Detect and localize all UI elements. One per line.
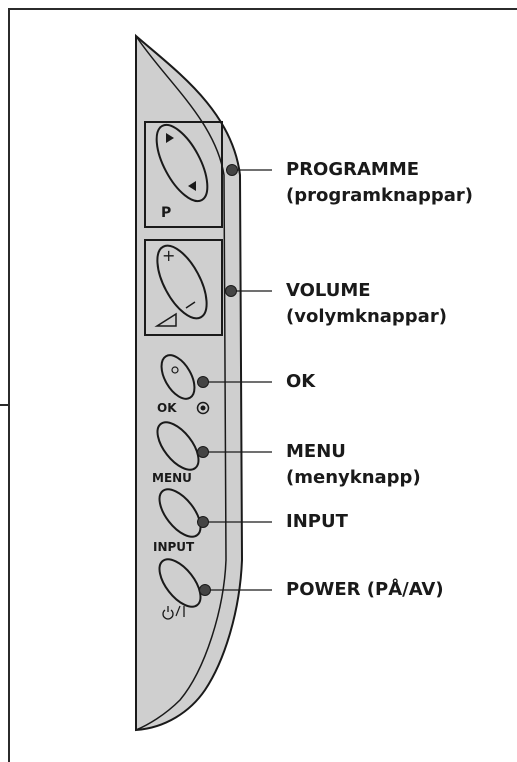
ok-button[interactable] (155, 350, 202, 405)
minus-icon (185, 301, 196, 309)
menu-leader (197, 446, 272, 458)
frame-tick-mark (0, 404, 8, 406)
menu-panel-label: MENU (152, 471, 192, 485)
programme-sublabel: (programknappar) (286, 185, 473, 206)
ok-button-dot (171, 366, 179, 374)
input-button[interactable] (152, 482, 209, 543)
volume-button-box (144, 239, 223, 336)
programme-button-box (144, 121, 223, 228)
menu-callout: MENU (menyknapp) (286, 439, 421, 491)
input-callout: INPUT (286, 509, 348, 535)
frame-top-border (8, 8, 517, 10)
power-label: POWER (PÅ/AV) (286, 579, 444, 600)
programme-label: PROGRAMME (286, 159, 420, 180)
ok-leader (197, 376, 272, 388)
ring-dot-icon (196, 401, 210, 415)
programme-leader (226, 164, 272, 176)
power-callout: POWER (PÅ/AV) (286, 577, 444, 603)
ok-callout: OK (286, 369, 315, 395)
volume-leader (225, 285, 272, 297)
power-button[interactable] (152, 552, 209, 613)
menu-label: MENU (286, 441, 346, 462)
triangle-left-icon (188, 181, 196, 191)
input-label: INPUT (286, 511, 348, 532)
input-panel-label: INPUT (153, 540, 195, 554)
ok-label: OK (286, 371, 316, 392)
input-leader (197, 516, 272, 528)
menu-sublabel: (menyknapp) (286, 467, 421, 488)
power-leader (199, 584, 272, 596)
volume-rocker-button[interactable] (147, 238, 216, 326)
volume-sublabel: (volymknappar) (286, 306, 447, 327)
volume-label: VOLUME (286, 280, 371, 301)
triangle-right-icon (166, 133, 174, 143)
ok-panel-label: OK (157, 401, 177, 415)
power-icon (162, 605, 185, 620)
plus-icon: + (162, 246, 175, 265)
frame-left-border (8, 8, 10, 762)
programme-panel-label: P (161, 205, 171, 221)
programme-callout: PROGRAMME (programknappar) (286, 157, 473, 209)
menu-button[interactable] (150, 415, 207, 476)
side-panel-inner-edge (135, 35, 227, 731)
volume-callout: VOLUME (volymknappar) (286, 278, 447, 330)
volume-ramp-icon (154, 312, 177, 327)
